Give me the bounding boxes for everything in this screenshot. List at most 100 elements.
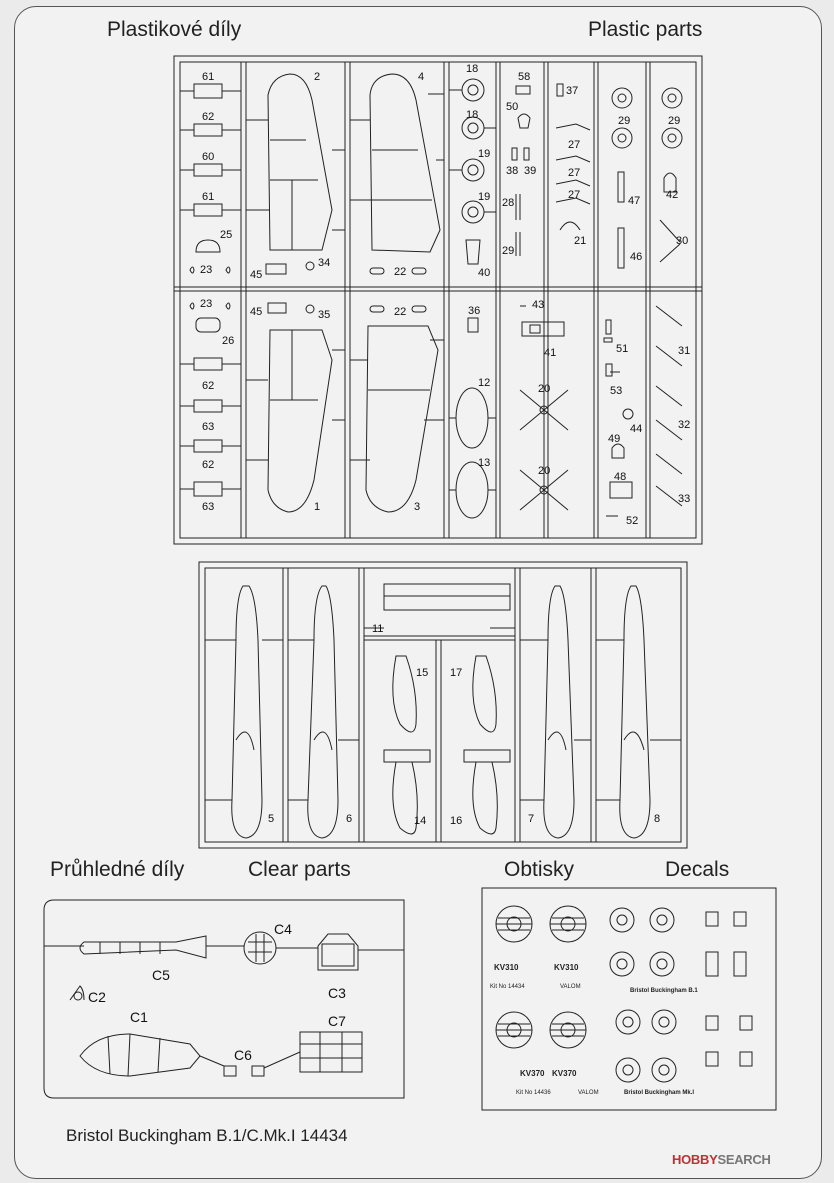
decal-sheet-frame: [481, 887, 777, 1111]
part-number: 45: [250, 269, 262, 281]
decals-title-en: Decals: [665, 858, 730, 881]
decal-title: Bristol Buckingham B.1: [630, 988, 698, 994]
decals-title-cz: Obtisky: [504, 858, 575, 881]
kit-footer-title: Bristol Buckingham B.1/C.Mk.I 14434: [66, 1126, 348, 1145]
part-number: 33: [678, 493, 690, 505]
part-number: 61: [202, 71, 214, 83]
part-number: 29: [668, 115, 680, 127]
decal-brand: VALOM: [578, 1090, 599, 1096]
small-parts-col6: [555, 83, 634, 517]
small-parts-col5: [511, 85, 569, 511]
part-number: 6: [346, 813, 352, 825]
decal-serial: KV310: [494, 963, 519, 972]
part-number: 36: [468, 305, 480, 317]
part-11-and-nacelles: [364, 583, 515, 835]
part-number: 28: [502, 197, 514, 209]
part-number: 63: [202, 501, 214, 513]
part-number: 47: [628, 195, 640, 207]
part-number: 63: [202, 421, 214, 433]
plastic-parts-title-cz: Plastikové díly: [107, 18, 242, 41]
part-number: 26: [222, 335, 234, 347]
part-number: 29: [618, 115, 630, 127]
part-number: 27: [568, 189, 580, 201]
decal-roundels: [495, 905, 753, 1083]
part-number: 1: [314, 501, 320, 513]
part-number: C6: [234, 1047, 252, 1063]
part-number: 27: [568, 167, 580, 179]
part-number: 20: [538, 465, 550, 477]
part-number: 49: [608, 433, 620, 445]
part-number: 38: [506, 165, 518, 177]
fuselage-halves: [205, 585, 681, 839]
decal-brand: VALOM: [560, 984, 581, 990]
decal-labels: KV310 KV310 Kit No 14434 VALOM Bristol B…: [490, 963, 698, 1096]
wheel-parts: [449, 78, 496, 519]
clear-parts-title-cz: Průhledné díly: [50, 858, 185, 881]
decal-serial: KV370: [520, 1069, 545, 1078]
part-number: 40: [478, 267, 490, 279]
part-number: C3: [328, 985, 346, 1001]
part-number: C4: [274, 921, 292, 937]
part-number: 62: [202, 459, 214, 471]
part-number: 50: [506, 101, 518, 113]
part-number: 18: [466, 109, 478, 121]
clear-parts-shapes: [44, 931, 404, 1077]
part-number: 8: [654, 813, 660, 825]
part-number: 3: [414, 501, 420, 513]
part-number: 19: [478, 191, 490, 203]
part-number: 46: [630, 251, 642, 263]
sprue-gates: [246, 93, 444, 461]
part-number: 23: [200, 298, 212, 310]
part-number: 48: [614, 471, 626, 483]
part-number: 2: [314, 71, 320, 83]
wheels-29-and-47: [611, 87, 683, 507]
part-number: 29: [502, 245, 514, 257]
part-number: 35: [318, 309, 330, 321]
part-number: 43: [532, 299, 544, 311]
part-number: C1: [130, 1009, 148, 1025]
part-number: 34: [318, 257, 330, 269]
part-number: 44: [630, 423, 642, 435]
decal-serial: KV310: [554, 963, 579, 972]
part-number: 22: [394, 266, 406, 278]
part-number: 18: [466, 63, 478, 75]
parts-61-62-60: [180, 83, 241, 274]
part-number: 17: [450, 667, 462, 679]
watermark-brand: HOBBY: [672, 1152, 718, 1167]
part-number: C5: [152, 967, 170, 983]
part-number: 32: [678, 419, 690, 431]
part-number: 22: [394, 306, 406, 318]
decal-kit-number: Kit No 14436: [516, 1090, 551, 1096]
part-number: 60: [202, 151, 214, 163]
part-number: 15: [416, 667, 428, 679]
parts-62-63: [180, 302, 241, 497]
part-number: 58: [518, 71, 530, 83]
part-number: 53: [610, 385, 622, 397]
clear-sprue-frame: [43, 899, 405, 1099]
part-number: C2: [88, 989, 106, 1005]
wing-parts: [267, 73, 441, 513]
decal-title: Bristol Buckingham Mk.I: [624, 1090, 694, 1096]
part-numbers-sprue-b: 11 15 17 14 16 5 6 7 8: [268, 623, 660, 827]
part-number: 31: [678, 345, 690, 357]
clear-part-labels: C1 C2 C3 C4 C5 C6 C7: [88, 921, 346, 1063]
part-number: 37: [566, 85, 578, 97]
part-number: 30: [676, 235, 688, 247]
part-number: 19: [478, 148, 490, 160]
watermark-logo: HOBBYSEARCH: [672, 1152, 771, 1167]
part-number: 14: [414, 815, 426, 827]
part-number: 51: [616, 343, 628, 355]
sprue-a-frame: [173, 55, 703, 545]
watermark-suffix: SEARCH: [717, 1152, 771, 1167]
decal-kit-number: Kit No 14434: [490, 984, 525, 990]
part-number: 61: [202, 191, 214, 203]
propeller-20b: [519, 469, 569, 511]
part-number: 62: [202, 380, 214, 392]
part-number: 45: [250, 306, 262, 318]
part-number: 27: [568, 139, 580, 151]
plastic-parts-title-en: Plastic parts: [588, 18, 703, 41]
part-number: 16: [450, 815, 462, 827]
part-number: 62: [202, 111, 214, 123]
part-numbers-top: 61 62 60 61 25 23 2 4 45 34 22 18 18 19 …: [200, 63, 688, 281]
